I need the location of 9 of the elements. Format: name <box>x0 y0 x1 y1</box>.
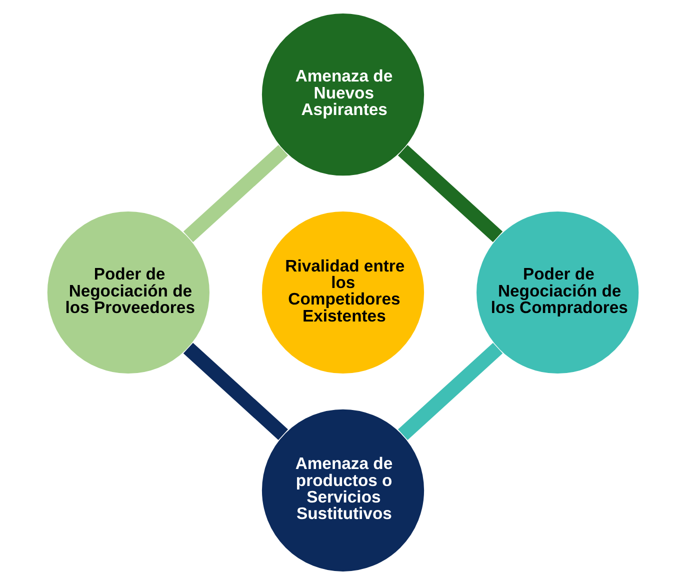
node-circle: Poder de Negociación de los Proveedores <box>46 210 211 375</box>
node-circle: Poder de Negociación de los Compradores <box>475 210 640 375</box>
connector <box>398 342 503 440</box>
node-circle: Rivalidad entre los Competidores Existentes <box>260 210 426 375</box>
connector <box>183 144 288 242</box>
connector <box>183 342 288 440</box>
connector <box>398 144 503 242</box>
node-circle: Amenaza de Nuevos Aspirantes <box>260 12 426 177</box>
node-circle: Amenaza de productos o Servicios Sustitutivos <box>260 408 426 573</box>
